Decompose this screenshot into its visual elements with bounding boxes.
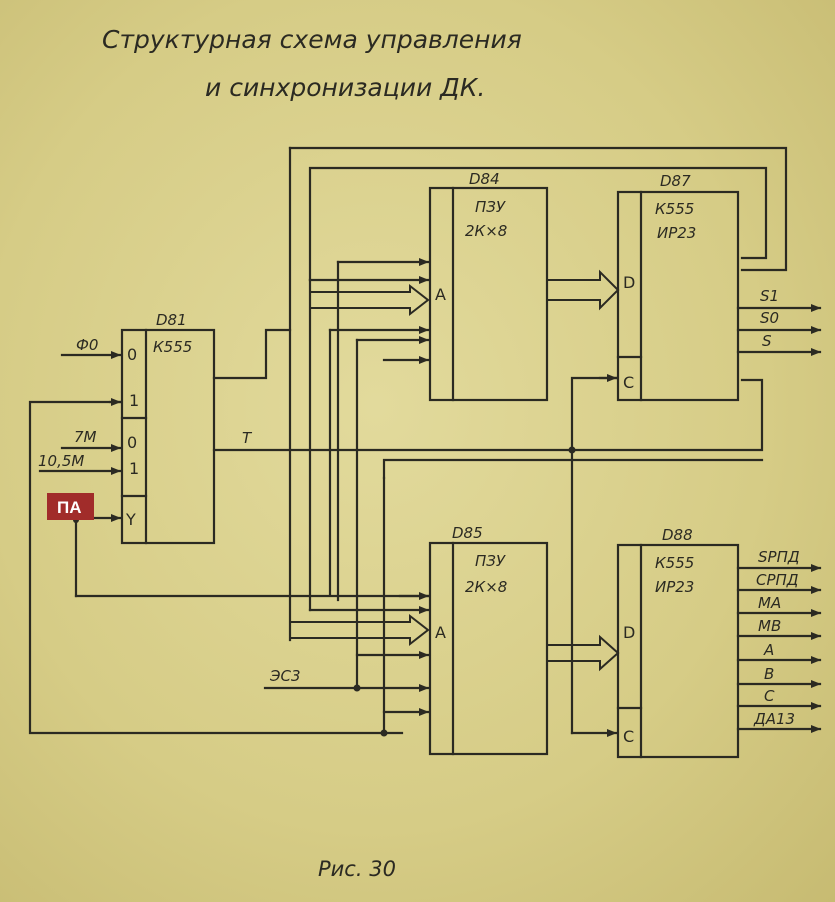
d85-d88-bus-arrow (546, 634, 620, 672)
d85-address-bus: ЭС3 (74, 592, 430, 737)
chip-d84: D84 ПЗУ 2К×8 A (428, 170, 549, 402)
d84-d87-bus-arrow (546, 269, 620, 311)
d81-ref: D81 (156, 311, 187, 329)
d85-ref: D85 (452, 524, 483, 542)
d88-out-ma: МА (758, 594, 781, 612)
signal-esz: ЭС3 (269, 667, 301, 685)
d88-out-mb: МВ (758, 617, 781, 635)
chip-d87: D87 К555 ИР23 D C (616, 172, 740, 402)
signal-t: Т (242, 429, 253, 447)
d87-out-s: S (762, 332, 772, 350)
title-line-1: Структурная схема управления (102, 25, 522, 54)
signal-phi0: Ф0 (76, 336, 98, 354)
d81-pin-y: Y (125, 510, 136, 529)
d81-pin-1a: 1 (129, 391, 139, 410)
signal-10-5m: 10,5М (38, 452, 84, 470)
signal-7m: 7М (74, 428, 97, 446)
d85-pin-a: A (435, 623, 446, 642)
d88-pin-d: D (623, 623, 635, 642)
d84-address-bus (288, 146, 788, 735)
d88-type: К555 (655, 554, 694, 572)
chip-d81: D81 К555 0 1 0 1 Y (120, 311, 216, 545)
d88-out-b: В (764, 665, 774, 683)
figure-caption: Рис. 30 (318, 857, 396, 881)
d88-out-srpd: SРПД (758, 548, 800, 566)
d88-out-c: С (764, 687, 775, 705)
d81-pin-0a: 0 (127, 345, 137, 364)
d87-out-s1: S1 (760, 287, 779, 305)
d88-ref: D88 (662, 526, 693, 544)
d87-type: К555 (655, 200, 694, 218)
chip-d85: D85 ПЗУ 2К×8 A (428, 524, 549, 756)
d81-outputs: Т (212, 328, 764, 454)
signal-pa: ПА (57, 498, 82, 517)
chip-d88: D88 К555 ИР23 D C (616, 526, 740, 759)
d81-type: К555 (153, 338, 192, 356)
d84-type: ПЗУ (475, 198, 506, 216)
d81-pin-1b: 1 (129, 459, 139, 478)
d88-out-a: А (763, 641, 774, 659)
d84-size: 2К×8 (465, 222, 507, 240)
d85-size: 2К×8 (465, 578, 507, 596)
d87-out-s0: S0 (760, 309, 779, 327)
d85-type: ПЗУ (475, 552, 506, 570)
clock-lines (382, 374, 764, 737)
d87-ref: D87 (660, 172, 691, 190)
d84-ref: D84 (469, 170, 500, 188)
d87-outputs: S1 S0 S (736, 287, 822, 356)
d88-outputs: SРПД СРПД МА МВ А В С ДА13 (736, 548, 822, 733)
d88-out-da13: ДА13 (753, 710, 795, 728)
title-line-2: и синхронизации ДК. (205, 73, 485, 102)
pa-label: ПА (47, 493, 94, 520)
d87-pin-c: C (623, 373, 634, 392)
d87-pin-d: D (623, 273, 635, 292)
d81-pin-0b: 0 (127, 433, 137, 452)
d88-out-srpd-bar: СРПД (756, 571, 799, 589)
d88-sub: ИР23 (655, 578, 694, 596)
d88-pin-c: C (623, 727, 634, 746)
d84-pin-a: A (435, 285, 446, 304)
d81-inputs: Ф0 7М 10,5М (28, 336, 404, 735)
d87-sub: ИР23 (657, 224, 696, 242)
